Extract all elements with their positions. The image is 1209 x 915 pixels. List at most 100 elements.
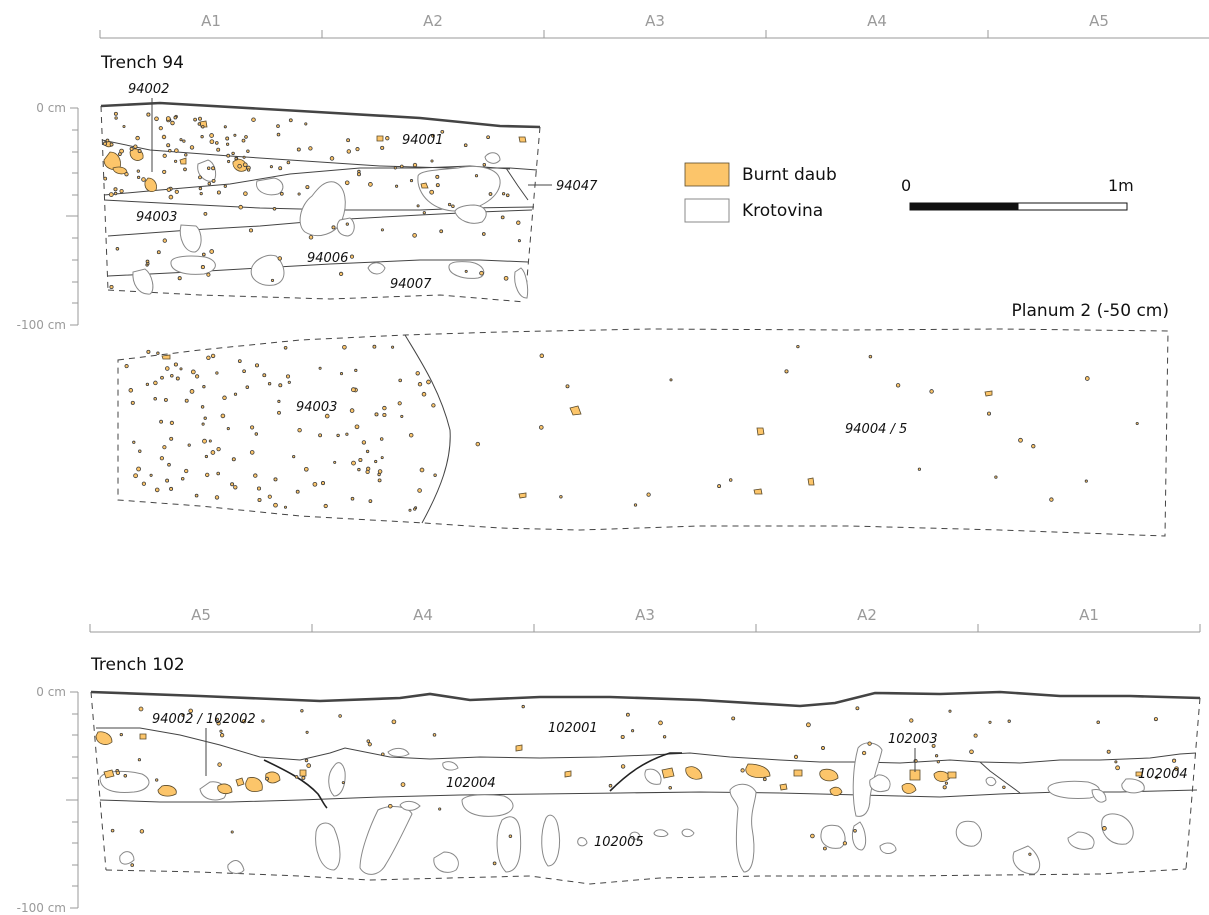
- daub-fragment: [372, 344, 377, 349]
- bottom-segment-label-3: A3: [635, 606, 655, 624]
- daub-fragment: [447, 202, 452, 207]
- daub-fragment: [231, 151, 235, 156]
- daub-fragment: [501, 192, 506, 196]
- daub-fragment: [237, 163, 242, 169]
- daub-fragment: [342, 344, 347, 350]
- daub-fragment: [277, 410, 281, 415]
- daub-fragment: [237, 359, 242, 363]
- daub-fragment: [988, 720, 992, 724]
- daub-fragment: [662, 735, 667, 739]
- daub-fragment: [145, 382, 150, 387]
- daub-fragment: [973, 733, 978, 738]
- daub-fragment: [241, 718, 247, 724]
- daub-fragment: [1031, 444, 1036, 449]
- daub-fragment: [318, 366, 322, 370]
- daub-fragment: [1172, 758, 1177, 763]
- daub-fragment: [1007, 719, 1011, 723]
- trench-94-context-94001: 94001: [402, 133, 443, 148]
- daub-fragment: [130, 863, 135, 867]
- daub-fragment: [179, 367, 183, 371]
- daub-fragment: [166, 143, 171, 148]
- daub-fragment: [810, 833, 815, 839]
- daub-fragment: [728, 478, 733, 482]
- daub-fragment: [251, 117, 256, 122]
- trench-102-depth-axis: 0 cm -100 cm: [17, 685, 79, 915]
- daub-fragment: [633, 503, 638, 507]
- daub-fragment: [426, 379, 431, 385]
- daub-fragment: [207, 181, 212, 186]
- daub-fragment: [324, 413, 330, 419]
- daub-fragment: [174, 159, 178, 163]
- daub-fragment: [133, 144, 138, 149]
- planum-2-plan: 94003 94004 / 5: [117, 328, 1169, 537]
- trench-102-depth-bottom: -100 cm: [17, 901, 66, 915]
- daub-fragment: [391, 345, 395, 349]
- legend-burnt-daub-label: Burnt daub: [742, 165, 837, 185]
- daub-fragment: [113, 111, 118, 116]
- daub-fragment: [345, 432, 349, 436]
- daub-fragment: [400, 164, 404, 169]
- daub-fragment: [312, 481, 318, 487]
- trench-94-context-94002: 94002: [128, 82, 169, 97]
- daub-fragment: [154, 487, 160, 493]
- daub-fragment: [109, 142, 114, 147]
- daub-fragment: [917, 467, 922, 471]
- daub-fragment: [336, 433, 340, 438]
- daub-fragment: [413, 507, 417, 511]
- daub-fragment: [432, 733, 437, 737]
- daub-fragment: [200, 405, 205, 409]
- daub-fragment: [365, 449, 370, 454]
- daub-fragment: [382, 405, 387, 411]
- daub-fragment: [379, 437, 384, 441]
- bottom-segment-label-4: A2: [857, 606, 877, 624]
- bottom-segment-label-5: A1: [1079, 606, 1099, 624]
- daub-fragment: [331, 225, 336, 230]
- daub-fragment: [209, 249, 215, 254]
- daub-fragment: [1096, 720, 1100, 725]
- daub-fragment: [338, 714, 342, 718]
- daub-fragment: [823, 846, 827, 851]
- daub-fragment: [155, 778, 159, 782]
- trench-102-section: [90, 690, 1201, 885]
- trench-102-context-102003: 102003: [888, 732, 938, 747]
- daub-fragment: [194, 374, 200, 379]
- daub-fragment: [329, 156, 335, 161]
- daub-fragment: [1174, 766, 1179, 772]
- daub-fragment: [242, 155, 246, 159]
- daub-fragment: [1049, 497, 1054, 502]
- daub-fragment: [163, 397, 168, 402]
- daub-fragment: [154, 116, 159, 122]
- daub-fragment: [226, 153, 231, 158]
- daub-fragment: [868, 354, 873, 359]
- top-segment-label-3: A3: [645, 12, 665, 30]
- daub-fragment: [895, 383, 901, 388]
- daub-fragment: [412, 233, 417, 238]
- daub-fragment: [139, 829, 145, 834]
- daub-fragment: [108, 192, 114, 197]
- daub-fragment: [303, 466, 309, 472]
- daub-fragment: [118, 152, 122, 156]
- daub-fragment: [189, 145, 195, 150]
- daub-fragment: [169, 486, 174, 491]
- daub-fragment: [1155, 776, 1159, 780]
- daub-fragment: [184, 398, 189, 403]
- daub-fragment: [482, 162, 487, 167]
- daub-fragment: [417, 382, 423, 387]
- daub-fragment: [931, 743, 936, 748]
- daub-fragment: [211, 166, 216, 171]
- daub-fragment: [355, 147, 360, 152]
- daub-fragment: [205, 472, 210, 478]
- daub-fragment: [256, 486, 262, 491]
- daub-fragment: [344, 180, 350, 186]
- daub-fragment: [942, 785, 947, 790]
- daub-fragment: [297, 428, 302, 433]
- daub-fragment: [278, 383, 283, 388]
- daub-fragment: [784, 369, 789, 374]
- daub-fragment: [276, 124, 280, 128]
- daub-fragment: [219, 729, 223, 733]
- daub-fragment: [103, 176, 108, 181]
- daub-fragment: [366, 739, 371, 743]
- daub-fragment: [250, 425, 255, 430]
- legend-burnt-daub-swatch: [684, 162, 730, 187]
- daub-fragment: [286, 160, 291, 165]
